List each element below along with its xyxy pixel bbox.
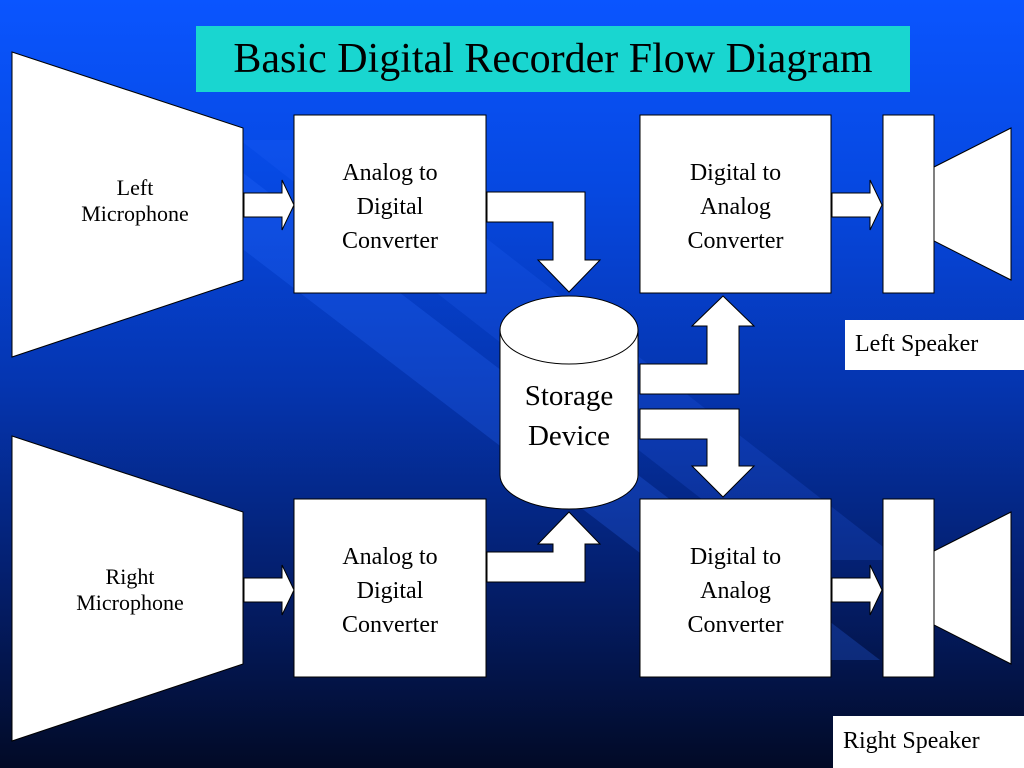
- arrow-storage-to-dac-top: [639, 295, 756, 395]
- adc-bottom-line2: Digital: [356, 578, 424, 604]
- adc-bottom-label: Analog to Digital Converter: [294, 540, 486, 642]
- right-microphone-label-line1: Right: [105, 564, 155, 589]
- arrow-adc-top-to-storage: [486, 191, 602, 293]
- storage-device-label: Storage Device: [500, 376, 638, 456]
- left-speaker-body: [882, 114, 935, 294]
- adc-top-line1: Analog to: [342, 160, 438, 186]
- left-speaker-cone: [933, 127, 1012, 281]
- dac-bottom-line3: Converter: [687, 612, 784, 638]
- adc-top-line2: Digital: [356, 194, 424, 220]
- adc-bottom-line3: Converter: [342, 612, 438, 638]
- storage-line1: Storage: [524, 380, 614, 412]
- arrow-left-mic-to-adc: [243, 179, 295, 231]
- left-microphone-label-line2: Microphone: [81, 201, 189, 227]
- right-microphone-label: Right Microphone: [35, 564, 225, 617]
- dac-bottom-box: [639, 498, 832, 678]
- dac-top-line3: Converter: [687, 228, 784, 254]
- right-speaker-cone: [933, 511, 1012, 665]
- storage-device-body: [499, 329, 639, 510]
- dac-top-line2: Analog: [700, 194, 771, 220]
- left-microphone-shape: [11, 51, 244, 358]
- left-microphone-label: Left Microphone: [40, 175, 230, 228]
- storage-line2: Device: [527, 420, 611, 452]
- left-speaker-label: Left Speaker: [845, 320, 1024, 370]
- dac-top-label: Digital to Analog Converter: [640, 156, 831, 258]
- arrow-dac-to-right-speaker: [831, 564, 883, 616]
- adc-top-box: [293, 114, 487, 294]
- adc-top-label: Analog to Digital Converter: [294, 156, 486, 258]
- dac-bottom-label: Digital to Analog Converter: [640, 540, 831, 642]
- adc-bottom-box: [293, 498, 487, 678]
- right-speaker-label: Right Speaker: [833, 716, 1024, 768]
- right-microphone-shape: [11, 435, 244, 742]
- slide-title: Basic Digital Recorder Flow Diagram: [196, 26, 910, 92]
- adc-bottom-line1: Analog to: [342, 544, 438, 570]
- right-speaker-body: [882, 498, 935, 678]
- arrow-storage-to-dac-bottom: [639, 408, 756, 498]
- dac-bottom-line2: Analog: [700, 578, 771, 604]
- arrow-adc-bottom-to-storage: [486, 511, 602, 583]
- adc-top-line3: Converter: [342, 228, 438, 254]
- dac-top-line1: Digital to: [689, 160, 782, 186]
- arrow-right-mic-to-adc: [243, 564, 295, 616]
- arrow-dac-to-left-speaker: [831, 179, 883, 231]
- right-microphone-label-line2: Microphone: [76, 590, 184, 616]
- dac-bottom-line1: Digital to: [689, 544, 782, 570]
- storage-device-top: [499, 295, 639, 365]
- dac-top-box: [639, 114, 832, 294]
- left-microphone-label-line1: Left: [116, 175, 154, 200]
